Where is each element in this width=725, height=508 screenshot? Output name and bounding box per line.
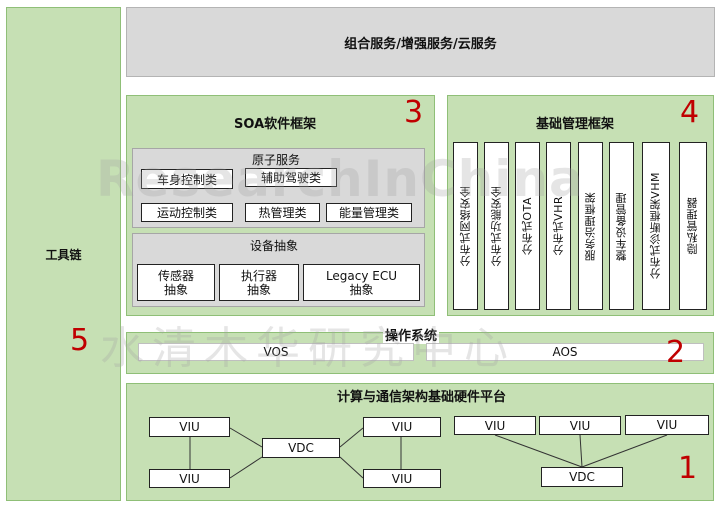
device-item-actuator-line2: 抽象 [246,282,271,297]
aos-box: AOS [426,343,704,361]
toolchain-label: 工具链 [45,247,82,262]
viu-right-3: VIU [625,415,709,435]
top-services-label: 组合服务/增强服务/云服务 [344,36,497,52]
device-item-legacy-ecu: Legacy ECU 抽象 [303,264,420,301]
mgmt-item-diagnosis-vhm: 分布式诊断框架VHM [642,142,670,310]
soa-title: SOA软件框架 [234,117,317,132]
device-item-legacy-ecu-line1: Legacy ECU [325,268,398,283]
viu-right-2: VIU [539,416,621,435]
atomic-services-title: 原子服务 [252,153,301,167]
hardware-number: 1 [678,451,698,486]
atomic-item-energy: 能量管理类 [326,203,412,222]
hardware-title: 计算与通信架构基础硬件平台 [337,390,507,405]
device-item-actuator: 执行器 抽象 [219,264,299,301]
device-item-sensor: 传感器 抽象 [137,264,215,301]
atomic-item-thermal: 热管理类 [245,203,320,222]
mgmt-item-network-security: 分布式网络安全 [453,142,478,310]
mgmt-item-privacy-manager: 隐私管理器 [679,142,707,310]
base-mgmt-number: 4 [680,95,700,130]
viu-top-left: VIU [149,417,230,437]
device-item-actuator-line1: 执行器 [240,268,277,283]
mgmt-item-vhr: 分布式VHR [546,142,571,310]
vos-box: VOS [138,343,414,361]
mgmt-item-vehicle-device: 整车设备管理 [609,142,634,310]
top-services-panel: 组合服务/增强服务/云服务 [126,7,715,77]
atomic-item-motion-control: 运动控制类 [141,203,233,222]
device-item-legacy-ecu-line2: 抽象 [349,282,374,297]
device-item-sensor-line1: 传感器 [157,268,194,283]
mgmt-item-service-governance: 服务治理框架 [578,142,603,310]
viu-top-right: VIU [363,417,441,437]
device-item-sensor-line2: 抽象 [163,282,188,297]
mgmt-item-ota: 分布式OTA [515,142,540,310]
toolchain-panel: 工具链 [6,7,121,501]
base-mgmt-title: 基础管理框架 [536,117,615,132]
viu-bottom-right: VIU [363,469,441,488]
os-title: 操作系统 [383,325,440,344]
atomic-item-adas: 辅助驾驶类 [245,168,337,187]
viu-right-1: VIU [454,416,536,435]
vdc-left: VDC [262,438,340,458]
atomic-item-body-control: 车身控制类 [141,169,233,189]
mgmt-item-functional-safety: 分布式功能安全 [484,142,509,310]
vdc-right: VDC [541,467,623,487]
os-number: 2 [666,335,686,370]
soa-number: 3 [404,95,424,130]
toolchain-number: 5 [70,323,90,358]
viu-bottom-left: VIU [149,469,230,488]
device-abstraction-title: 设备抽象 [250,239,299,253]
